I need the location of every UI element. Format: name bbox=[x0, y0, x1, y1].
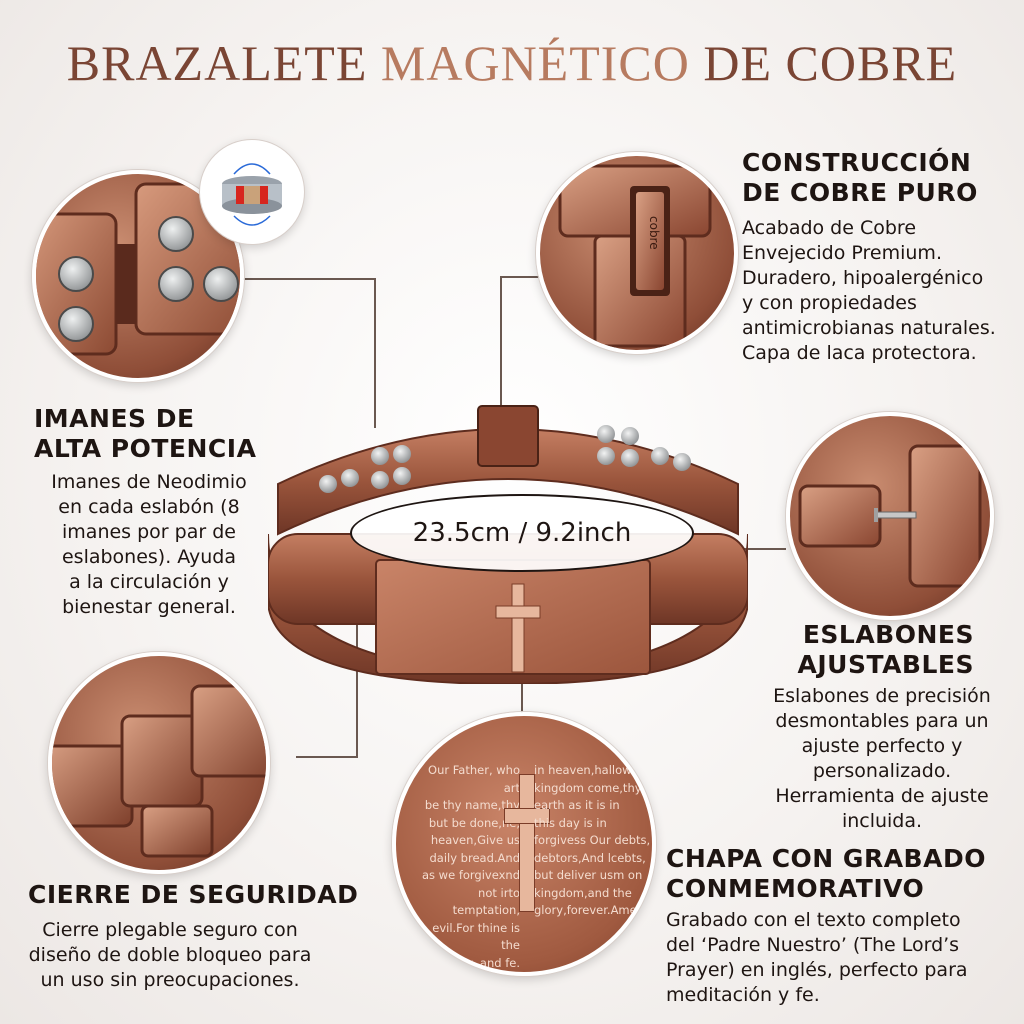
copper-description: Acabado de Cobre Envejecido Premium. Dur… bbox=[742, 216, 1012, 366]
clasp-heading-text: CIERRE DE SEGURIDAD bbox=[28, 880, 359, 909]
title-word-3: DE COBRE bbox=[703, 35, 958, 91]
connector-copper bbox=[500, 276, 502, 406]
links-text-line: personalizado. bbox=[812, 760, 952, 782]
engraving-line: not irto temptation, bbox=[452, 885, 520, 918]
links-heading: ESLABONES AJUSTABLES bbox=[770, 620, 974, 680]
plate-text-line: Grabado con el texto completo bbox=[666, 909, 961, 931]
clasp-text-line: diseño de doble bloqueo para bbox=[28, 944, 312, 966]
copper-heading: CONSTRUCCIÓN DE COBRE PURO bbox=[742, 148, 978, 208]
size-label-oval: 23.5cm / 9.2inch bbox=[350, 494, 694, 572]
title-word-2: MAGNÉTICO bbox=[380, 35, 690, 91]
copper-text-line: Duradero, hipoalergénico bbox=[742, 267, 984, 289]
links-detail-circle bbox=[786, 412, 994, 620]
clasp-text-line: un uso sin preocupaciones. bbox=[40, 969, 300, 991]
links-text-line: ajuste perfecto y bbox=[801, 735, 963, 757]
magnets-link-illustration bbox=[36, 182, 240, 356]
engraving-line: in heaven,hallowe bbox=[534, 763, 639, 777]
plate-text-line: del ‘Padre Nuestro’ (The Lord’s bbox=[666, 934, 960, 956]
link-pin-illustration bbox=[798, 444, 982, 588]
links-description: Eslabones de precisión desmontables para… bbox=[752, 684, 1012, 834]
plate-heading: CHAPA CON GRABADO CONMEMORATIVO bbox=[666, 844, 986, 904]
magnets-detail-circle bbox=[32, 170, 244, 382]
magnets-text-line: eslabones). Ayuda bbox=[61, 546, 236, 568]
engraving-line: but be done,ne, bbox=[428, 815, 520, 830]
plate-text-line: Prayer) en inglés, perfecto para bbox=[666, 959, 968, 981]
magnets-text-line: a la circulación y bbox=[69, 571, 229, 593]
connector-clasp-h bbox=[296, 756, 358, 758]
plate-engraving-left: Our Father, who art be thy name,thy but … bbox=[410, 762, 520, 972]
engraving-line: forgivess Our debts, bbox=[534, 833, 651, 847]
engraving-line: as we forgivexnd bbox=[421, 868, 520, 882]
plate-detail-circle: Our Father, who art be thy name,thy but … bbox=[392, 712, 656, 976]
engraving-line: daily bread.And bbox=[429, 850, 520, 865]
magnets-text-line: en cada eslabón (8 bbox=[58, 496, 240, 518]
magnets-description: Imanes de Neodimio en cada eslabón (8 im… bbox=[34, 470, 264, 620]
folding-clasp-illustration bbox=[52, 684, 266, 858]
magnets-heading-line1: IMANES DE bbox=[34, 404, 195, 433]
engraving-line: power, and fe. bbox=[437, 955, 520, 970]
copper-text-line: Capa de laca protectora. bbox=[742, 342, 977, 364]
bracelet-magnets bbox=[319, 425, 691, 493]
magnet-field-icon bbox=[222, 163, 282, 226]
page-title: BRAZALETE MAGNÉTICO DE COBRE bbox=[0, 34, 1024, 92]
engraving-line: but deliver usm on bbox=[534, 868, 643, 882]
links-heading-line2: AJUSTABLES bbox=[797, 650, 974, 679]
plate-description: Grabado con el texto completo del ‘Padre… bbox=[666, 908, 1018, 1008]
magnets-text-line: bienestar general. bbox=[62, 596, 236, 618]
plate-heading-line1: CHAPA CON GRABADO bbox=[666, 844, 986, 873]
links-text-line: Eslabones de precisión bbox=[773, 685, 991, 707]
connector-links bbox=[742, 548, 786, 550]
magnet-field-diagram bbox=[200, 140, 304, 244]
engraving-line: glory,forever.Amen bbox=[534, 903, 644, 917]
engraving-line: heaven,Give us bbox=[430, 833, 520, 847]
links-text-line: incluida. bbox=[841, 810, 923, 832]
connector-magnets-v bbox=[374, 278, 376, 428]
links-text-line: desmontables para un bbox=[775, 710, 989, 732]
engraving-line: earth as it is in bbox=[534, 798, 620, 812]
clasp-heading: CIERRE DE SEGURIDAD bbox=[28, 880, 358, 910]
clasp-text-line: Cierre plegable seguro con bbox=[42, 919, 298, 941]
links-heading-line1: ESLABONES bbox=[802, 620, 974, 649]
plate-text-line: meditación y fe. bbox=[666, 984, 820, 1006]
engraving-line: be thy name,thy bbox=[424, 798, 520, 812]
copper-text-line: Acabado de Cobre bbox=[742, 217, 917, 239]
engraving-line: Our Father, who art bbox=[428, 763, 520, 795]
engraving-line: kingdom,and the bbox=[534, 885, 632, 900]
clasp-description: Cierre plegable seguro con diseño de dob… bbox=[20, 918, 320, 993]
plate-engraving-right: in heaven,hallowe kingdom come,thy earth… bbox=[534, 762, 652, 920]
copper-heading-line1: CONSTRUCCIÓN bbox=[742, 148, 972, 177]
clasp-detail-circle bbox=[48, 652, 270, 874]
copper-heading-line2: DE COBRE PURO bbox=[742, 178, 978, 207]
magnets-heading: IMANES DE ALTA POTENCIA bbox=[34, 404, 256, 464]
magnets-text-line: imanes por par de bbox=[62, 521, 236, 543]
magnets-heading-line2: ALTA POTENCIA bbox=[34, 434, 257, 463]
size-label-text: 23.5cm / 9.2inch bbox=[412, 518, 632, 548]
magnets-text-line: Imanes de Neodimio bbox=[51, 471, 247, 493]
clasp-stamp-text: cobre bbox=[647, 216, 661, 250]
bracelet-clasp bbox=[477, 405, 539, 467]
copper-text-line: antimicrobianas naturales. bbox=[742, 317, 996, 339]
copper-text-line: Envejecido Premium. bbox=[742, 242, 942, 264]
title-word-1: BRAZALETE bbox=[66, 35, 368, 91]
connector-plate bbox=[521, 672, 523, 718]
copper-detail-circle: cobre bbox=[536, 152, 738, 354]
engraving-line: evil.For thine is the bbox=[432, 920, 520, 953]
engraving-line: this day is in bbox=[534, 815, 607, 830]
engraving-line: kingdom come,thy bbox=[534, 780, 642, 795]
engraving-line: debtors,And lcebts, bbox=[534, 850, 646, 865]
plate-heading-line2: CONMEMORATIVO bbox=[666, 874, 925, 903]
connector-magnets bbox=[232, 278, 376, 280]
copper-text-line: y con propiedades bbox=[742, 292, 917, 314]
plate-cross-icon bbox=[504, 774, 550, 912]
connector-clasp-v bbox=[356, 620, 358, 758]
copper-clasp-illustration: cobre bbox=[558, 164, 712, 348]
links-text-line: Herramienta de ajuste bbox=[775, 785, 989, 807]
